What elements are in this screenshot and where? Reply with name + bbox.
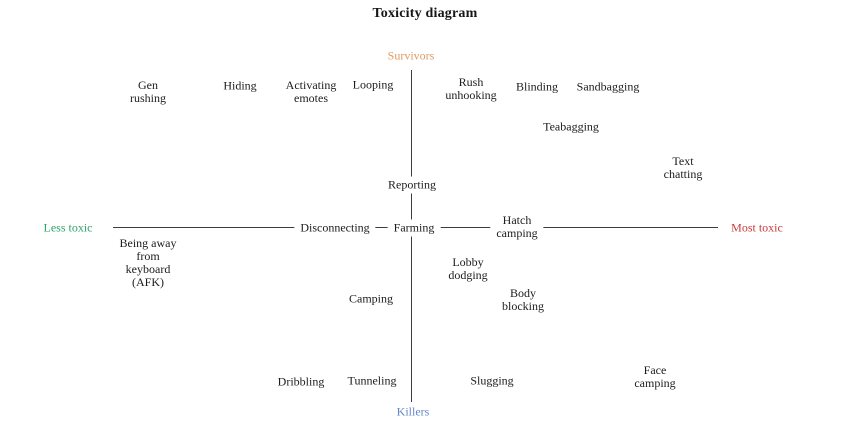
diagram-label-blinding: Blinding (515, 79, 559, 94)
diagram-label-farming: Farming (387, 219, 441, 237)
diagram-label-slugging: Slugging (470, 373, 514, 388)
diagram-label-gen-rushing: Gen rushing (130, 78, 166, 105)
diagram-label-sandbagging: Sandbagging (576, 79, 640, 94)
diagram-label-rush-unhooking: Rush unhooking (445, 75, 497, 102)
diagram-label-reporting: Reporting (382, 176, 442, 194)
diagram-label-most-toxic-endpoint: Most toxic (731, 220, 783, 235)
diagram-title: Toxicity diagram (372, 6, 478, 21)
diagram-label-dribbling: Dribbling (277, 374, 325, 389)
diagram-label-less-toxic-endpoint: Less toxic (43, 220, 93, 235)
diagram-label-being-away-from-keyboard-afk: Being away from keyboard (AFK) (119, 236, 177, 289)
diagram-label-teabagging: Teabagging (543, 119, 599, 134)
diagram-label-activating-emotes: Activating emotes (285, 78, 337, 105)
diagram-label-survivors-endpoint: Survivors (387, 48, 435, 63)
diagram-label-hiding: Hiding (223, 78, 257, 93)
diagram-label-camping: Camping (349, 291, 393, 306)
diagram-label-text-chatting: Text chatting (663, 154, 703, 181)
diagram-label-killers-endpoint: Killers (396, 404, 430, 419)
diagram-label-hatch-camping: Hatch camping (490, 212, 544, 242)
diagram-label-disconnecting: Disconnecting (294, 219, 376, 237)
diagram-label-looping: Looping (352, 77, 394, 92)
diagram-label-face-camping: Face camping (634, 363, 676, 390)
diagram-label-body-blocking: Body blocking (502, 286, 544, 313)
diagram-label-tunneling: Tunneling (347, 373, 397, 388)
diagram-label-lobby-dodging: Lobby dodging (448, 255, 488, 282)
